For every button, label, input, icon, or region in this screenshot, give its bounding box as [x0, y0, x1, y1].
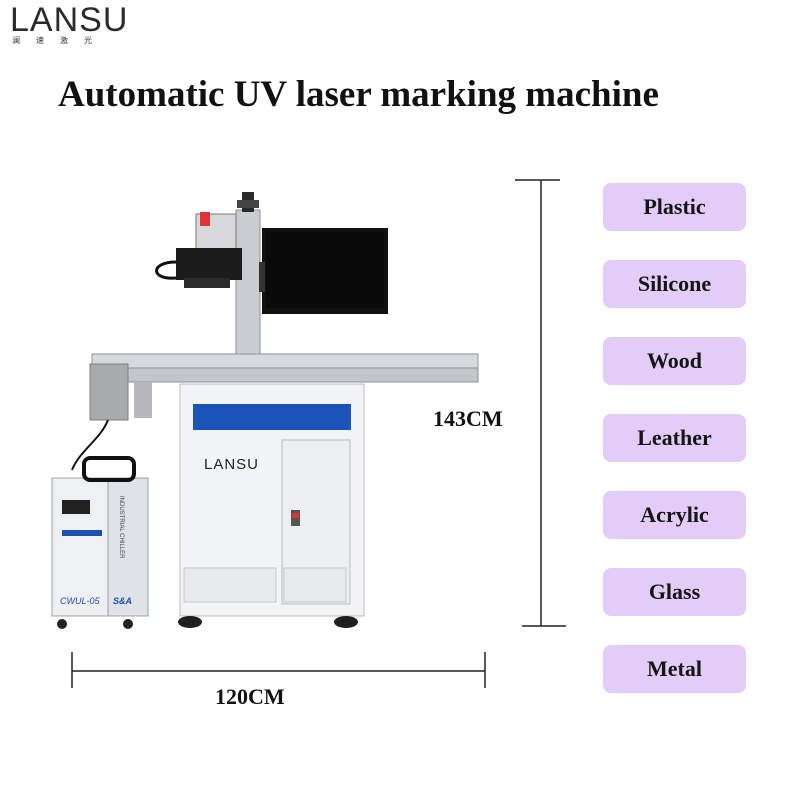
material-leather: Leather	[603, 414, 746, 462]
logo-subtitle: 澜速激光	[12, 36, 108, 45]
z-axis-column	[235, 209, 261, 361]
material-metal: Metal	[603, 645, 746, 693]
page-title: Automatic UV laser marking machine	[58, 74, 659, 115]
material-silicone: Silicone	[603, 260, 746, 308]
brand-logo: LANSU 澜速激光	[10, 2, 140, 46]
material-glass: Glass	[603, 568, 746, 616]
logo-wordmark: LANSU	[10, 1, 129, 39]
main-cabinet	[178, 383, 365, 628]
chiller-side-label: INDUSTRIAL CHILLER	[118, 496, 124, 559]
width-dimension-label: 120CM	[215, 684, 285, 709]
height-dimension-label: 143CM	[433, 406, 503, 431]
cabinet-brand-label: LANSU	[204, 456, 260, 473]
material-plastic: Plastic	[603, 183, 746, 231]
conveyor-rail	[89, 353, 479, 421]
chiller-cable	[71, 419, 109, 471]
laser-head	[155, 212, 242, 288]
height-dimension-line	[515, 179, 566, 627]
width-dimension-line	[71, 652, 486, 688]
chiller-brand-label: S&A	[113, 596, 133, 606]
material-wood: Wood	[603, 337, 746, 385]
industrial-chiller	[51, 456, 149, 629]
monitor	[259, 228, 388, 314]
chiller-model-label: CWUL-05	[60, 596, 100, 606]
material-acrylic: Acrylic	[603, 491, 746, 539]
